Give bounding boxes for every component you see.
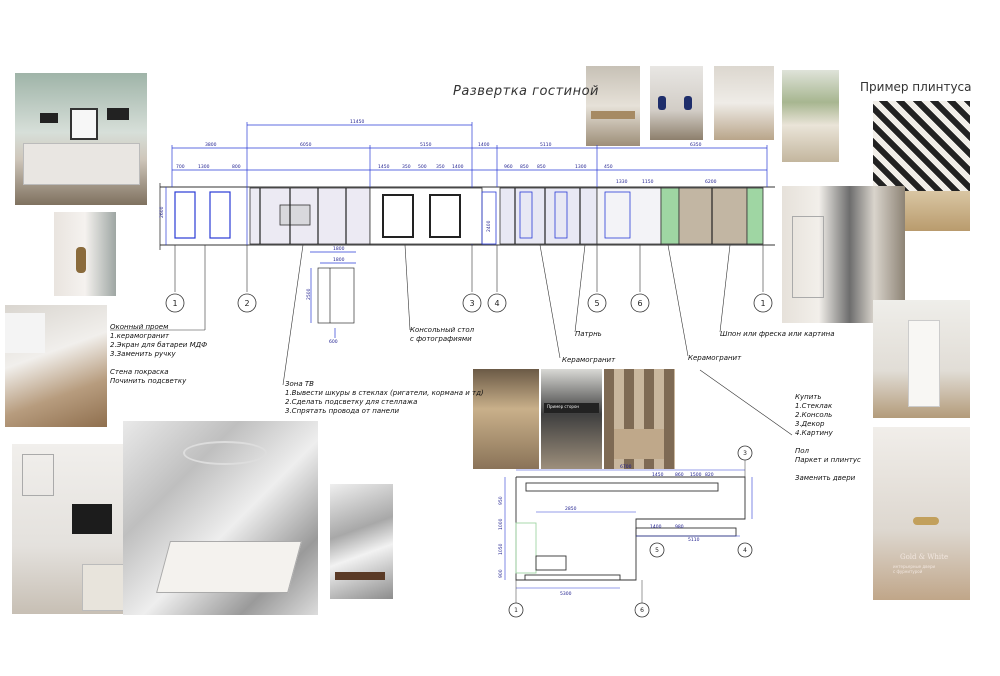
photo-door-lever xyxy=(873,427,970,600)
photo-corridor-door xyxy=(873,300,970,418)
photo-windowsill xyxy=(5,305,107,427)
plan-t1: 1450 xyxy=(652,472,664,478)
dim-sub-1: 700 xyxy=(176,164,185,170)
axis-7: 1 xyxy=(760,299,765,308)
elevation xyxy=(110,122,793,436)
plan-l4: 900 xyxy=(498,569,504,578)
photo-hallway xyxy=(714,66,774,140)
dim-sub-3: 800 xyxy=(232,164,241,170)
plan-bottom: 5300 xyxy=(560,591,572,597)
page-title: Развертка гостиной xyxy=(453,84,600,99)
watermark-line: интерьерные двери с фурнитурой xyxy=(893,564,936,574)
plan-r1: 1400 xyxy=(650,524,662,530)
photo-marble-panel xyxy=(330,484,393,599)
note-wallpaper: Шпон или фреска или картина xyxy=(720,330,835,338)
plan-top: 6700 xyxy=(620,464,632,470)
plan-ref-4: 4 xyxy=(743,547,747,554)
dim-sub-7: 350 xyxy=(436,164,445,170)
plan-t3: 1500 xyxy=(690,472,702,478)
plan-t2: 860 xyxy=(675,472,684,478)
dim-sub-16: 6200 xyxy=(705,179,717,185)
dim-sub-5: 350 xyxy=(402,164,411,170)
photo-lounge-3 xyxy=(604,369,675,469)
dim-sub-12: 1300 xyxy=(575,164,587,170)
plan-ref-1: 1 xyxy=(514,607,518,614)
note-buy: Купить 1.Стеклак 2.Консоль 3.Декор 4.Кар… xyxy=(795,393,861,482)
plan-l3: 1050 xyxy=(498,543,504,555)
dim-seg-6: 6350 xyxy=(690,142,702,148)
photo-lounge-2: Пример сторон xyxy=(541,369,602,469)
photo-window-console xyxy=(15,73,147,205)
dim-sub-6: 500 xyxy=(418,164,427,170)
dim-sub-9: 960 xyxy=(504,164,513,170)
photo-marble-dining xyxy=(123,421,318,615)
baseboard-title: Пример плинтуса xyxy=(860,80,972,94)
plan-left: 2850 xyxy=(565,506,577,512)
inset-label: Пример сторон xyxy=(547,404,580,409)
axis-4: 4 xyxy=(494,299,499,308)
detail-w-top: 1800 xyxy=(333,246,345,252)
dim-sub-14: 1330 xyxy=(616,179,628,185)
photo-console-2 xyxy=(650,66,703,140)
note-pattern: Патрнь xyxy=(575,330,602,338)
photo-console-1 xyxy=(586,66,640,146)
plan-l1: 950 xyxy=(498,496,504,505)
detail-h: 2500 xyxy=(306,288,312,300)
plan-t4: 820 xyxy=(705,472,714,478)
axis-1: 1 xyxy=(172,299,177,308)
dim-seg-4: 1400 xyxy=(478,142,490,148)
plan-ref-3: 3 xyxy=(743,450,747,457)
dim-sub-11: 850 xyxy=(537,164,546,170)
plan-r3: 5110 xyxy=(688,537,700,543)
dim-sub-8: 1400 xyxy=(452,164,464,170)
dim-seg-1: 3800 xyxy=(205,142,217,148)
dim-inner: 2400 xyxy=(486,220,492,232)
note-window: Оконный проем 1.керамогранит 2.Экран для… xyxy=(110,323,208,385)
photo-lounge-1 xyxy=(473,369,539,469)
dim-sub-10: 850 xyxy=(520,164,529,170)
plan-ref-5: 5 xyxy=(655,547,659,554)
floor-plan xyxy=(504,445,753,618)
photo-flowers xyxy=(782,70,839,162)
plan-ref-6: 6 xyxy=(640,607,644,614)
axis-3: 3 xyxy=(469,299,474,308)
note-ceramic-1: Керамогранит xyxy=(562,356,616,364)
axis-6: 6 xyxy=(637,299,642,308)
dim-height: 2600 xyxy=(159,206,165,218)
detail-depth: 600 xyxy=(329,339,338,345)
axis-5: 5 xyxy=(594,299,599,308)
dim-sub-15: 1150 xyxy=(642,179,654,185)
note-tv: Зона ТВ 1.Вывести шкуры в стеклах (ригат… xyxy=(285,380,484,415)
note-console: Консольный стол с фотографиями xyxy=(410,326,475,343)
dim-seg-3: 5150 xyxy=(420,142,432,148)
watermark-brand: Gold & White xyxy=(900,553,949,561)
plan-r2: 980 xyxy=(675,524,684,530)
detail-w-mid: 1800 xyxy=(333,257,345,263)
plan-l2: 1000 xyxy=(498,518,504,530)
dim-sub-4: 1450 xyxy=(378,164,390,170)
dim-sub-13: 450 xyxy=(604,164,613,170)
dim-seg-5: 5110 xyxy=(540,142,552,148)
dim-sub-2: 1300 xyxy=(198,164,210,170)
photo-door-handle xyxy=(54,212,116,296)
shelf-detail xyxy=(310,251,356,338)
dim-seg-2: 6050 xyxy=(300,142,312,148)
note-ceramic-2: Керамогранит xyxy=(688,354,742,362)
dim-total: 11450 xyxy=(350,119,364,125)
axis-2: 2 xyxy=(244,299,249,308)
